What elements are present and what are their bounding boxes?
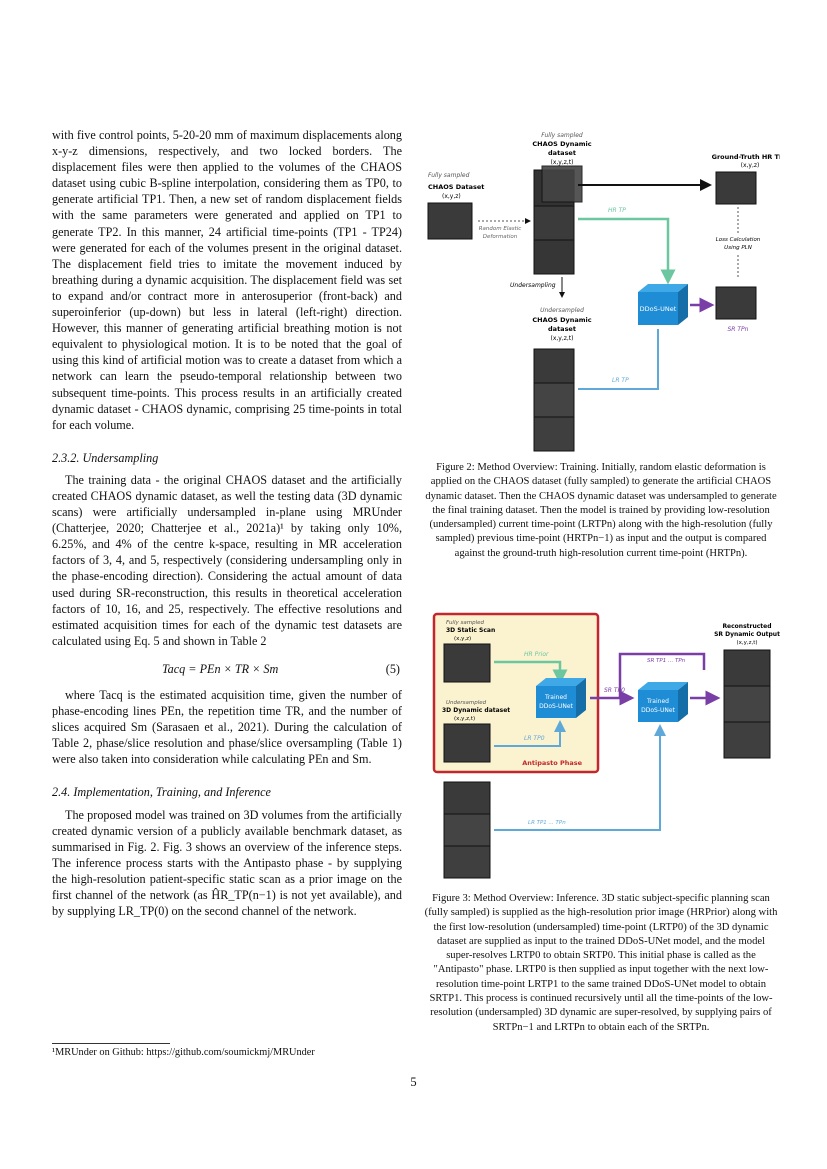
f3-sr-dyn: SR Dynamic Output (714, 631, 780, 638)
svg-text:DDoS-UNet: DDoS-UNet (539, 703, 573, 710)
paragraph-displacement: with five control points, 5-20-20 mm of … (52, 128, 402, 432)
figure-3-caption: Figure 3: Method Overview: Inference. 3D… (424, 893, 778, 1033)
f3-lr-stack (443, 781, 491, 879)
section-heading-undersampling: 2.3.2. Undersampling (52, 450, 159, 465)
page-number: 5 (410, 1075, 417, 1089)
f2-xyzt: (x,y,z,t) (550, 159, 573, 166)
f2-deformation: Deformation (483, 234, 518, 240)
f3-xyzt-out: (x,y,z,t) (736, 640, 757, 646)
f2-gt-volume (715, 171, 757, 205)
f2-xyzt2: (x,y,z,t) (550, 335, 573, 342)
f2-using-pln: Using PLN (724, 245, 752, 251)
f2-sr-tpn: SR TPn (728, 326, 749, 333)
f2-fully-sampled-top: Fully sampled (541, 132, 583, 139)
f2-xyz: (x,y,z) (442, 193, 461, 200)
f3-lr-rest: LR TP1 ... TPn (528, 820, 566, 826)
f2-lr-tp: LR TP (612, 377, 629, 384)
f3-trained-ddos-1: Trained DDoS-UNet (536, 678, 586, 718)
figure-3-diagram: Fully sampled 3D Static Scan (x,y,z) HR … (432, 612, 780, 879)
f3-static-volume (443, 643, 491, 683)
equation-expression: Tacq = PEn × TR × Sm (162, 661, 279, 676)
f2-chaos-dataset: CHAOS Dataset (428, 183, 484, 191)
f2-sr-volume (715, 286, 757, 320)
paragraph-where: where Tacq is the estimated acquisition … (52, 688, 402, 767)
f3-antipasto-label: Antipasto Phase (522, 759, 582, 767)
f3-dynamic-volume (443, 723, 491, 763)
paragraph-implementation: The proposed model was trained on 3D vol… (52, 807, 402, 919)
f2-dataset2: dataset (548, 325, 576, 333)
f2-chaos-dynamic: CHAOS Dynamic (532, 140, 591, 148)
footnote: ¹MRUnder on Github: https://github.com/s… (52, 1047, 315, 1058)
f2-hr-tp: HR TP (608, 207, 626, 214)
f2-undersampling: Undersampling (510, 282, 556, 289)
f3-undersampled: Undersampled (446, 700, 487, 706)
f3-recon: Reconstructed (722, 623, 771, 630)
f2-gt-title: Ground-Truth HR TPn (712, 153, 780, 161)
f2-gt-xyz: (x,y,z) (741, 162, 760, 169)
equation-number: (5) (385, 661, 400, 676)
figure-2-caption: Figure 2: Method Overview: Training. Ini… (425, 462, 777, 559)
figure-2-diagram: Fully sampled CHAOS Dynamic dataset (x,y… (427, 132, 780, 452)
paragraph-undersampling: The training data - the original CHAOS d… (52, 472, 402, 648)
f2-undersampled: Undersampled (540, 307, 584, 314)
figure-2: Fully sampled CHAOS Dynamic dataset (x,y… (420, 127, 780, 457)
section-heading-implementation: 2.4. Implementation, Training, and Infer… (52, 785, 271, 800)
f3-dyn-dataset: 3D Dynamic dataset (442, 707, 510, 714)
f2-ddos-unet-box: DDoS-UNet (638, 284, 688, 325)
f3-sr-loop: SR TP1 ... TPn (647, 658, 686, 664)
f2-loss-calc: Loss Calculation (716, 237, 761, 243)
f2-dynamic-stack (533, 165, 583, 275)
f3-xyzt: (x,y,z,t) (454, 716, 475, 722)
svg-text:DDoS-UNet: DDoS-UNet (641, 707, 675, 714)
f2-fully-sampled-left: Fully sampled (428, 172, 470, 179)
left-text-column: with five control points, 5-20-20 mm of … (52, 127, 402, 919)
svg-text:Trained: Trained (544, 694, 567, 701)
figure-3: Fully sampled 3D Static Scan (x,y,z) HR … (432, 612, 782, 884)
svg-text:DDoS-UNet: DDoS-UNet (640, 305, 677, 313)
f2-static-volume (427, 202, 473, 240)
footnote-rule (52, 1043, 170, 1044)
f3-trained-ddos-2: Trained DDoS-UNet (638, 682, 688, 722)
f2-random-elastic: Random Elastic (479, 226, 522, 232)
f3-lr-tp0: LR TP0 (524, 735, 545, 742)
f3-output-stack (723, 649, 771, 759)
f3-fully-sampled: Fully sampled (446, 620, 484, 626)
f3-static-scan: 3D Static Scan (446, 627, 495, 634)
f2-chaos-dynamic2: CHAOS Dynamic (532, 316, 591, 324)
svg-text:Trained: Trained (646, 698, 669, 705)
f3-sr-tp0: SR TP0 (604, 687, 625, 694)
f2-undersampled-stack (533, 348, 575, 452)
f2-dataset: dataset (548, 149, 576, 157)
f3-hr-prior: HR Prior (524, 651, 549, 658)
f3-xyz: (x,y,z) (454, 636, 471, 642)
equation-5: Tacq = PEn × TR × Sm (5) (52, 661, 402, 677)
